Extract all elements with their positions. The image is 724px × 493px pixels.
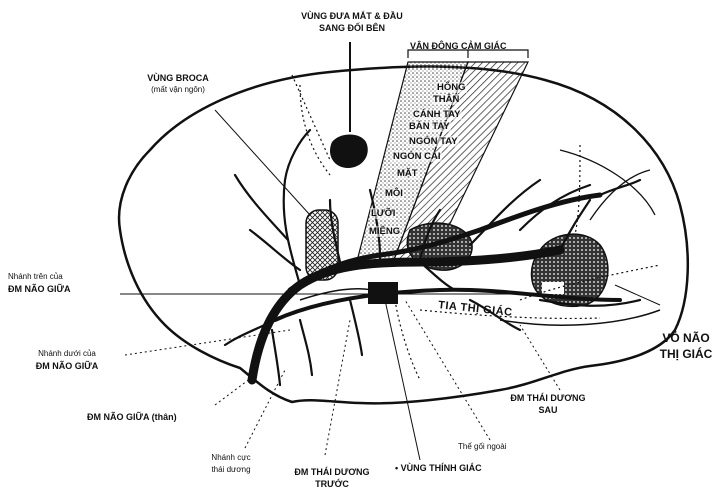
brain-inner-fold	[560, 150, 655, 220]
broca-label: VÙNG BROCA (mất vận ngôn)	[128, 72, 228, 96]
strip-part-3: BÀN TAY	[408, 121, 451, 132]
strip-part-8: LƯỠI	[370, 208, 396, 219]
strip-part-4: NGÓN TAY	[408, 136, 459, 147]
mca-trunk-label: ĐM NÃO GIỮA (thân)	[87, 411, 177, 423]
eye-head-area	[330, 135, 368, 169]
auditory-area-label: • VÙNG THÍNH GIÁC	[395, 462, 482, 474]
anterior-temporal-label: ĐM THÁI DƯƠNG TRƯỚC	[282, 466, 382, 490]
strip-part-0: HÔNG	[436, 82, 467, 93]
visual-cortex-label: VỎ NÃO THỊ GIÁC	[652, 330, 720, 362]
strip-part-5: NGÓN CÁI	[392, 151, 442, 162]
strip-header-label: VẬN ĐỘNG CẢM GIÁC	[410, 40, 507, 52]
eye-head-area-label: VÙNG ĐƯA MẮT & ĐẦU SANG ĐỐI BÊN	[282, 10, 422, 34]
visual-cortex-gap	[542, 282, 564, 294]
lateral-geniculate-label: Thể gối ngoài	[458, 440, 506, 453]
strip-part-7: MÔI	[384, 188, 404, 199]
strip-part-2: CÁNH TAY	[412, 109, 462, 120]
strip-part-6: MẶT	[396, 168, 419, 179]
posterior-temporal-label: ĐM THÁI DƯƠNG SAU	[498, 392, 598, 416]
strip-part-1: THÂN	[432, 94, 460, 105]
pole-branch-label: Nhánh cực thái dương	[196, 452, 266, 476]
strip-part-9: MIỆNG	[368, 226, 401, 237]
lower-branch-label: Nhánh dưới của ĐM NÃO GIỮA	[22, 348, 112, 372]
upper-branch-label: Nhánh trên của ĐM NÃO GIỮA	[8, 271, 70, 295]
